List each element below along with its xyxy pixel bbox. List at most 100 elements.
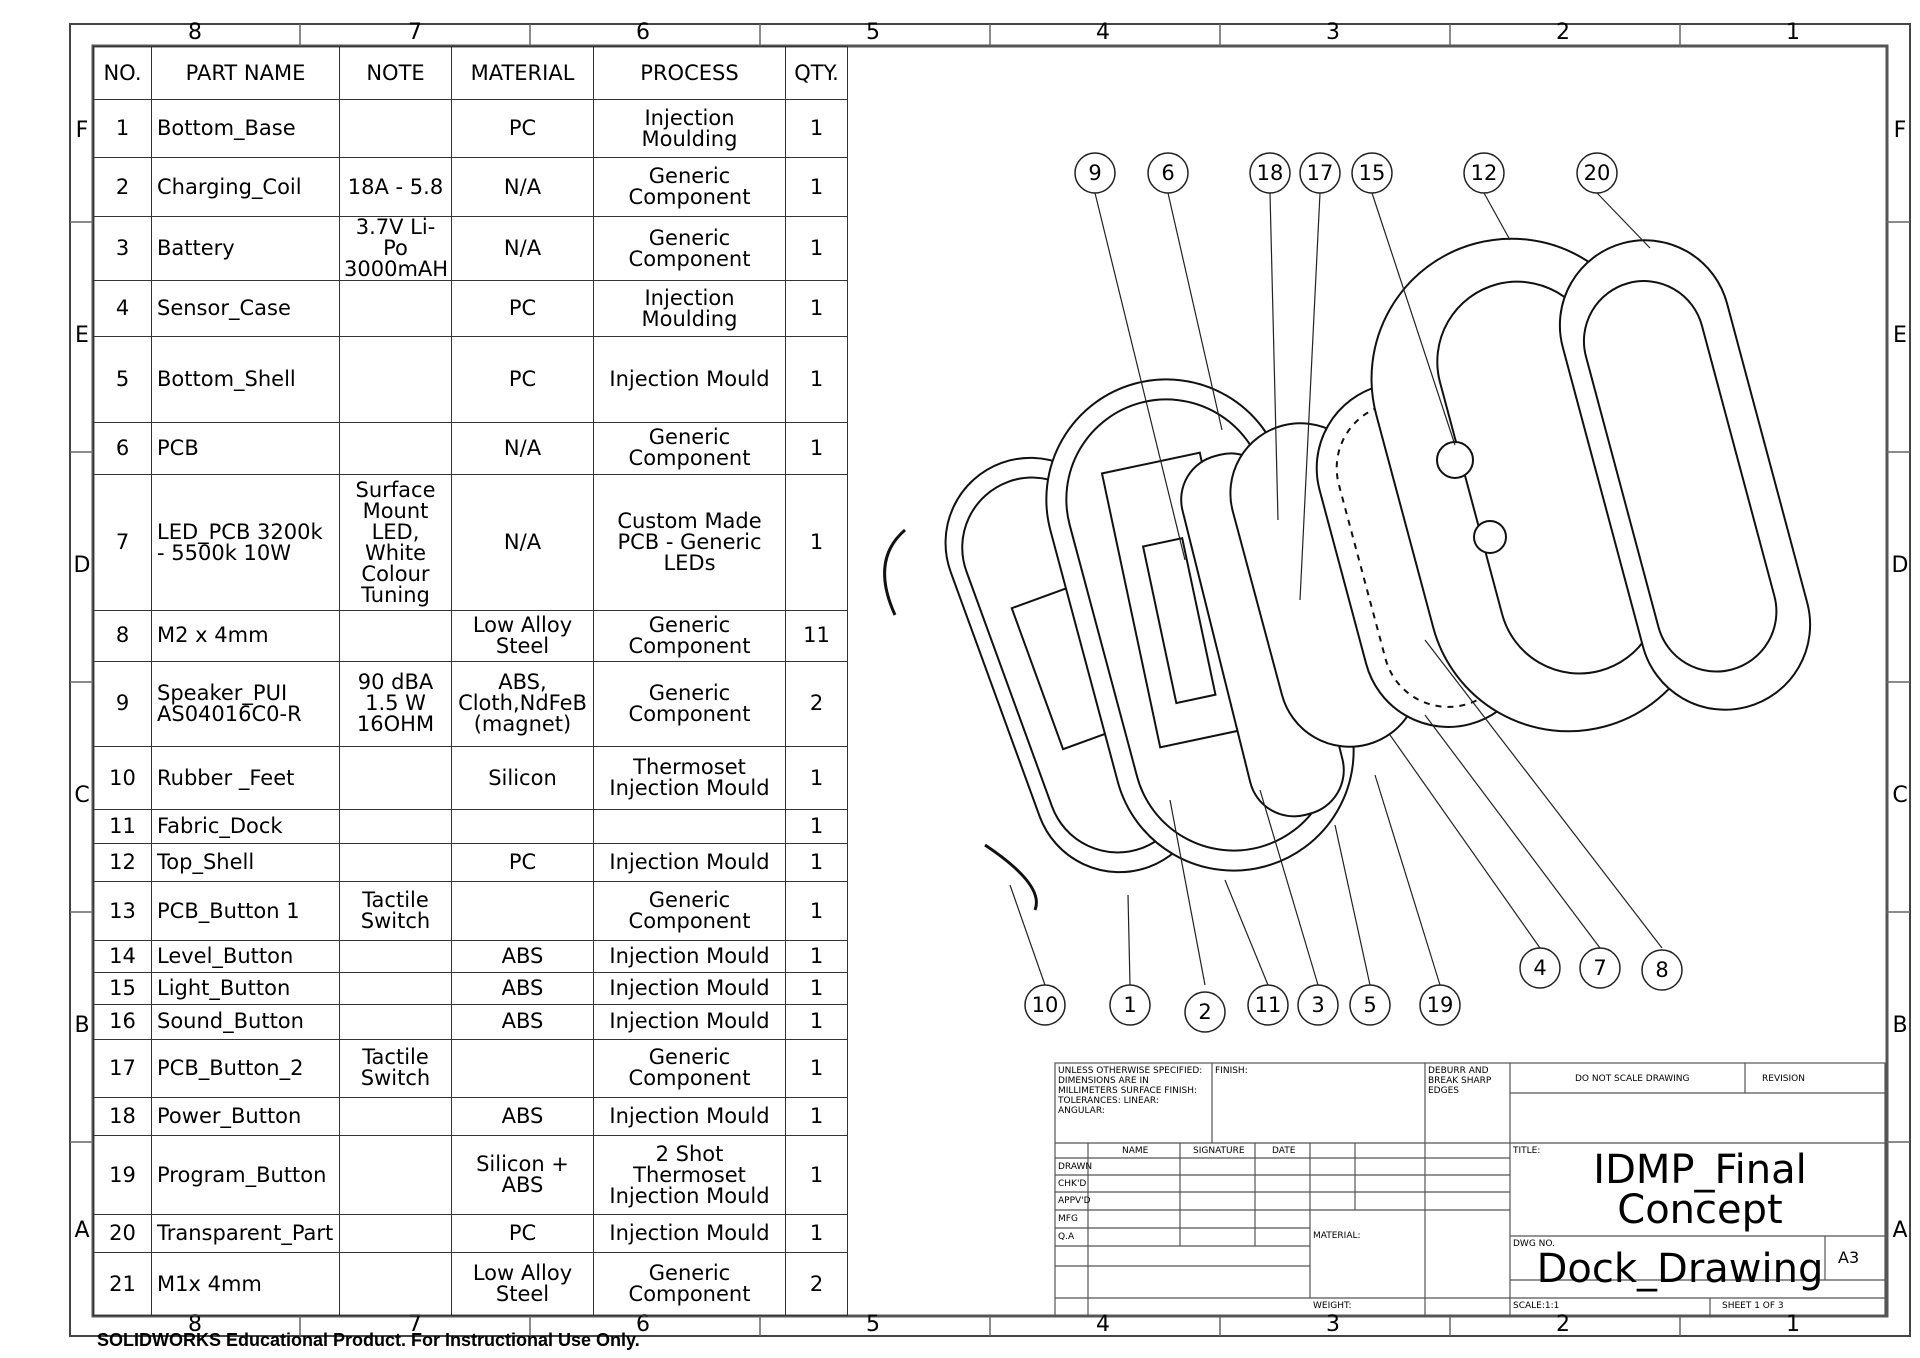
sheet-label: SHEET 1 OF 3 (1722, 1301, 1784, 1311)
bom-header-process: PROCESS (593, 46, 786, 100)
bom-cell-note (339, 1135, 452, 1216)
bom-cell-note (339, 939, 452, 974)
bom-cell-process: Generic Component (593, 610, 786, 662)
zone-column-label: 2 (1556, 20, 1570, 45)
zone-row-label: D (1891, 553, 1909, 578)
scale-label: SCALE:1:1 (1513, 1301, 1560, 1311)
material-label: MATERIAL: (1313, 1231, 1361, 1241)
col-date-label: DATE (1272, 1146, 1296, 1156)
col-signature-label: SIGNATURE (1193, 1146, 1245, 1156)
bom-cell-process: Generic Component (593, 660, 786, 748)
bom-cell-process: 2 Shot Thermoset Injection Mould (593, 1135, 786, 1216)
bom-cell-material: ABS, Cloth,NdFeB (magnet) (451, 660, 594, 748)
bom-cell-process: Injection Mould (593, 972, 786, 1006)
bom-cell-name: Power_Button (151, 1097, 340, 1137)
row-mfg-label: MFG (1058, 1214, 1078, 1224)
bom-cell-process: Generic Component (593, 421, 786, 476)
bom-cell-material: PC (451, 843, 594, 883)
bom-cell-material: N/A (451, 474, 594, 612)
bom-cell-qty: 1 (785, 746, 848, 810)
zone-column-label: 5 (866, 20, 880, 45)
bom-header-qty: QTY. (785, 46, 848, 100)
bom-table: NO. PART NAME NOTE MATERIAL PROCESS QTY.… (93, 46, 848, 1316)
bom-cell-process: Injection Moulding (593, 98, 786, 159)
bom-cell-note (339, 421, 452, 476)
bom-cell-no: 6 (93, 421, 152, 476)
bom-cell-material: Low Alloy Steel (451, 1252, 594, 1316)
zone-column-label: 3 (1326, 1312, 1340, 1337)
bom-cell-note (339, 98, 452, 159)
bom-cell-no: 2 (93, 157, 152, 217)
bom-header-material: MATERIAL (451, 46, 594, 100)
dwg-no-label: DWG NO. (1513, 1239, 1555, 1249)
bom-cell-name: Light_Button (151, 972, 340, 1006)
bom-cell-name: Bottom_Base (151, 98, 340, 159)
zone-column-label: 7 (408, 1312, 422, 1337)
zone-column-label: 8 (188, 20, 202, 45)
bom-cell-material: ABS (451, 939, 594, 974)
bom-cell-name: Rubber _Feet (151, 746, 340, 810)
bom-header-no: NO. (93, 46, 152, 100)
bom-cell-name: Top_Shell (151, 843, 340, 883)
zone-row-label: B (1892, 1013, 1908, 1038)
zone-column-label: 2 (1556, 1312, 1570, 1337)
bom-cell-no: 18 (93, 1097, 152, 1137)
zone-ticks (70, 24, 1910, 1336)
bom-cell-name: PCB (151, 421, 340, 476)
row-drawn-label: DRAWN (1058, 1162, 1093, 1172)
bom-cell-process: Injection Mould (593, 335, 786, 423)
bom-cell-name: PCB_Button 1 (151, 881, 340, 941)
bom-cell-note: Tactile Switch (339, 1038, 452, 1099)
bom-cell-process: Thermoset Injection Mould (593, 746, 786, 810)
bom-cell-material: Silicon + ABS (451, 1135, 594, 1216)
bom-cell-name: Charging_Coil (151, 157, 340, 217)
bom-header-part-name: PART NAME (151, 46, 340, 100)
bom-cell-name: PCB_Button_2 (151, 1038, 340, 1099)
bom-cell-note (339, 610, 452, 662)
bom-cell-note (339, 808, 452, 845)
zone-row-label: C (1892, 783, 1908, 808)
col-name-label: NAME (1122, 1146, 1149, 1156)
deburr-note: DEBURR AND BREAK SHARP EDGES (1428, 1066, 1492, 1096)
bom-cell-note (339, 335, 452, 423)
bom-cell-qty: 1 (785, 939, 848, 974)
bom-cell-note (339, 280, 452, 337)
bom-cell-qty: 1 (785, 157, 848, 217)
bom-cell-note: 90 dBA 1.5 W 16OHM (339, 660, 452, 748)
bom-cell-material: ABS (451, 972, 594, 1006)
bom-cell-no: 7 (93, 474, 152, 612)
bom-cell-process: Custom Made PCB - Generic LEDs (593, 474, 786, 612)
bom-cell-process (593, 808, 786, 845)
rubber-feet-part-lower (984, 843, 1038, 911)
bom-cell-qty: 1 (785, 421, 848, 476)
bom-cell-note: Surface Mount LED, White Colour Tuning (339, 474, 452, 612)
weight-label: WEIGHT: (1313, 1301, 1352, 1311)
zone-row-label: A (1892, 1218, 1908, 1243)
bom-cell-name: Transparent_Part (151, 1214, 340, 1254)
bom-cell-no: 14 (93, 939, 152, 974)
drawing-title-line-1: IDMP_Final (1593, 1147, 1807, 1193)
bom-cell-name: Program_Button (151, 1135, 340, 1216)
bom-cell-qty: 1 (785, 972, 848, 1006)
bom-cell-note: 3.7V Li-Po 3000mAH (339, 215, 452, 282)
bom-cell-qty: 1 (785, 1214, 848, 1254)
bom-cell-material (451, 881, 594, 941)
zone-row-label: F (75, 118, 89, 143)
bom-cell-no: 4 (93, 280, 152, 337)
bom-cell-name: M1x 4mm (151, 1252, 340, 1316)
bom-cell-qty: 1 (785, 843, 848, 883)
revision-label: REVISION (1762, 1074, 1805, 1084)
bom-cell-material: N/A (451, 157, 594, 217)
zone-column-label: 8 (188, 1312, 202, 1337)
bom-cell-material: N/A (451, 421, 594, 476)
